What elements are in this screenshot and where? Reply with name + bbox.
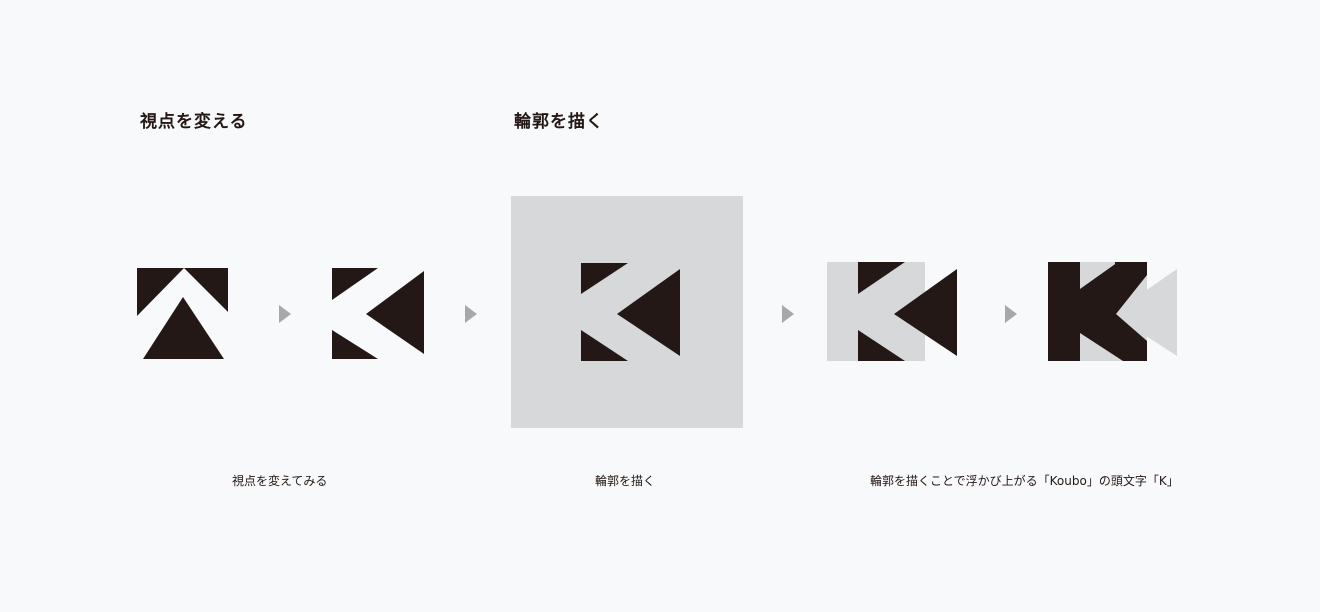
outline-panel-figure	[511, 196, 743, 428]
k-letterform-figure	[1048, 262, 1177, 361]
arrow-right-icon	[1005, 305, 1017, 323]
section-heading-change-perspective: 視点を変える	[140, 112, 248, 132]
k-top-shape	[858, 262, 905, 294]
k-right-triangle	[894, 269, 957, 356]
k-bottom-shape	[332, 330, 378, 359]
partial-outline-figure	[827, 262, 957, 361]
k-gap-top	[1080, 262, 1118, 289]
k-bottom-shape	[581, 330, 628, 361]
caption-draw-outline: 輪郭を描く	[595, 474, 656, 488]
arrow-right-icon	[465, 305, 477, 323]
k-right-triangle	[617, 269, 680, 356]
k-bottom-shape	[858, 330, 905, 361]
abstract-triangles-figure	[137, 268, 228, 359]
k-right-triangle	[366, 271, 424, 354]
k-gap-notch	[1080, 262, 1147, 361]
k-top-shape	[332, 268, 378, 300]
k-notch-cut	[1116, 275, 1147, 341]
caption-k-initial: 輪郭を描くことで浮かび上がる「Koubo」の頭文字「K」	[870, 474, 1179, 488]
k-top-shape	[581, 263, 628, 294]
top-notched-shape	[137, 268, 228, 316]
arrow-right-icon	[782, 305, 794, 323]
bottom-triangle	[143, 297, 224, 359]
section-heading-draw-outline: 輪郭を描く	[514, 112, 604, 132]
k-gap-bottom	[1080, 333, 1123, 361]
caption-change-perspective: 視点を変えてみる	[232, 474, 328, 488]
k-triangles-figure	[332, 268, 424, 359]
arrow-right-icon	[279, 305, 291, 323]
